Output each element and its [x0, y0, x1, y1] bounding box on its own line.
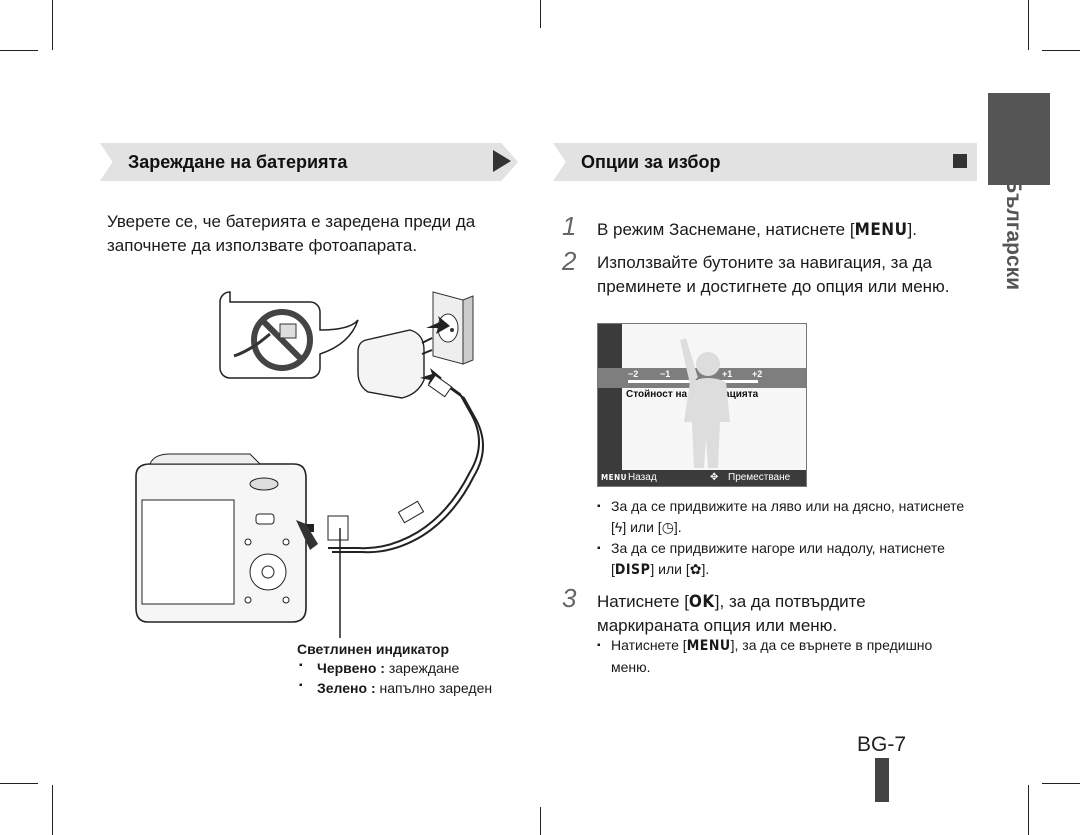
flash-icon: ϟ — [614, 519, 623, 535]
crop-mark — [0, 50, 38, 51]
bullet-item: За да се придвижите нагоре или надолу, н… — [597, 538, 971, 581]
indicator-term: Зелено : — [317, 680, 376, 696]
step-text-part: Натиснете [ — [597, 592, 689, 611]
indicator-title: Светлинен индикатор — [297, 641, 450, 657]
continue-arrow-icon — [493, 150, 511, 172]
section-header-charging: Зареждане на батерията — [100, 143, 518, 181]
menu-key: MENU — [854, 220, 908, 240]
bullet-text: ], за да се върнете в предишно меню. — [611, 637, 933, 675]
menu-icon-column — [598, 324, 622, 486]
charging-intro: Уверете се, че батерията е заредена пред… — [107, 212, 476, 255]
no-pc-usb-balloon — [219, 291, 359, 379]
menu-key: MENU — [686, 638, 731, 654]
crop-mark — [0, 783, 38, 784]
crop-mark — [540, 807, 541, 835]
timer-icon: ◷ — [661, 519, 674, 535]
bullet-text: За да се придвижите на ляво или на дясно… — [611, 498, 965, 535]
section-title: Зареждане на батерията — [128, 152, 348, 172]
crop-mark — [1028, 785, 1029, 835]
ok-key: OK — [688, 592, 715, 612]
ac-adapter — [357, 316, 450, 399]
step-text-part: ]. — [907, 220, 917, 239]
page-number: BG-7 — [857, 733, 907, 756]
crop-mark — [1042, 50, 1080, 51]
crop-mark — [52, 785, 53, 835]
camera — [135, 453, 318, 623]
bullet-item: Натиснете [MENU], за да се върнете в пре… — [597, 635, 971, 678]
disp-key: DISP — [614, 562, 651, 578]
step-text-part: В режим Заснемане, натиснете [ — [597, 220, 855, 239]
crop-mark — [540, 0, 541, 28]
wall-socket — [432, 291, 474, 365]
end-square-icon — [953, 154, 967, 168]
macro-icon: ✿ — [689, 561, 702, 577]
exposure-screen: −2 −1 0 +1 +2 Стойност на експонацията M… — [597, 323, 807, 487]
bullet-text: ]. — [673, 519, 682, 535]
indicator-desc: напълно зареден — [379, 680, 493, 696]
scale-label: +1 — [722, 369, 733, 379]
language-tab — [988, 93, 1050, 185]
step-text: Натиснете [OK], за да потвърдите маркира… — [597, 590, 957, 638]
indicator-desc: зареждане — [388, 660, 460, 676]
bullet-text: ] или [ — [622, 519, 662, 535]
bullet-text: ] или [ — [650, 561, 690, 577]
charging-illustration — [135, 291, 484, 638]
indicator-item: Зелено : напълно зареден — [297, 680, 492, 696]
menu-key: MENU — [601, 473, 627, 482]
scale-label: +2 — [752, 369, 763, 379]
screen-bottom-bar: MENU Назад ✥ Преместване — [598, 470, 806, 486]
bullet-text: За да се придвижите нагоре или надолу, н… — [611, 540, 945, 577]
step-text: В режим Заснемане, натиснете [MENU]. — [597, 218, 957, 242]
crop-mark — [52, 0, 53, 50]
selected-row — [598, 368, 806, 388]
bullet-text: ]. — [701, 561, 710, 577]
bullet-text: Натиснете [ — [611, 637, 687, 653]
page-tab-marker — [875, 758, 889, 802]
section-title: Опции за избор — [581, 152, 721, 172]
scale-label: −2 — [628, 369, 639, 379]
scale-label: −1 — [660, 369, 671, 379]
step-number: 2 — [562, 246, 577, 276]
section-header-options: Опции за избор — [553, 143, 977, 181]
back-label: Назад — [628, 472, 657, 483]
language-label: Български — [1002, 178, 1025, 291]
step-number: 1 — [562, 211, 577, 241]
crop-mark — [1028, 0, 1029, 50]
crop-mark — [1042, 783, 1080, 784]
step-text-part: ], за да потвърдите маркираната опция ил… — [597, 592, 866, 635]
step-text: Използвайте бутоните за навигация, за да… — [597, 253, 950, 296]
bullet-item: За да се придвижите на ляво или на дясно… — [597, 496, 971, 538]
navigation-icon: ✥ — [710, 472, 719, 483]
indicator-item: Червено : зареждане — [297, 660, 459, 676]
step-number: 3 — [562, 583, 577, 613]
child-silhouette — [680, 338, 730, 468]
move-label: Преместване — [728, 472, 791, 483]
indicator-term: Червено : — [317, 660, 385, 676]
